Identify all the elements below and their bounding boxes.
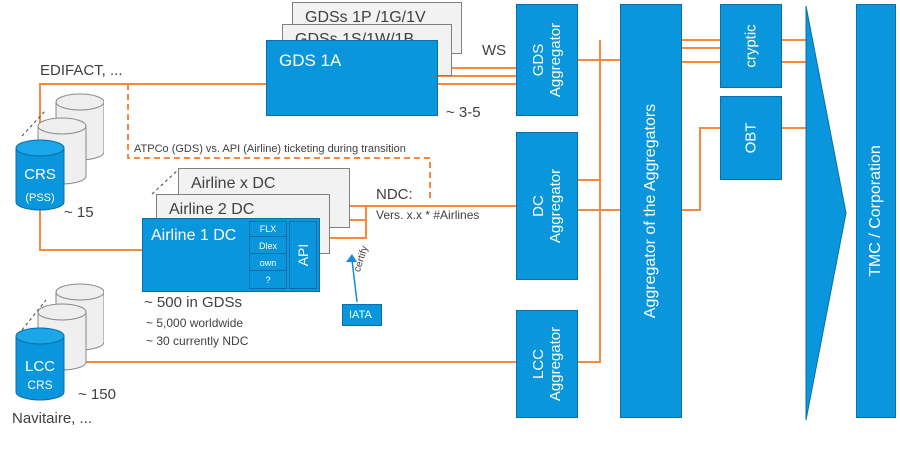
- dc-aggregator-text: DC Aggregator: [529, 168, 564, 244]
- airline-dashed-edge: [151, 169, 179, 195]
- crs-cylinder-stack: CRS (PSS): [14, 88, 105, 218]
- api-box[interactable]: API: [289, 221, 317, 289]
- meta-aggregator-label: Aggregator of the Aggregators: [641, 103, 659, 319]
- gds-1a-box[interactable]: GDS 1A: [266, 40, 438, 116]
- dc-aggregator[interactable]: DC Aggregator: [516, 132, 578, 280]
- meta-obt: [682, 127, 720, 211]
- airline-1-dc-box[interactable]: Airline 1 DC FLX Dlex own ? API: [142, 218, 320, 292]
- edifact-label: EDIFACT, ...: [40, 62, 123, 79]
- airline-stat-gds: ~ 500 in GDSs: [144, 294, 242, 311]
- tmc-label: TMC / Corporation: [866, 145, 884, 277]
- lcc-dashed-edge: [21, 299, 47, 331]
- ndc-label: NDC:: [376, 186, 413, 203]
- lcc-sub: CRS: [27, 378, 53, 392]
- lcc-cylinders-icon: [15, 283, 105, 401]
- airline-stat-ndc: ~ 30 currently NDC: [146, 334, 249, 348]
- gds-back-label-1: GDSs 1P /1G/1V: [305, 9, 426, 26]
- crs-count: ~ 15: [64, 204, 94, 221]
- airline-stat-worldwide: ~ 5,000 worldwide: [146, 316, 244, 330]
- certify-arrow: [351, 259, 358, 303]
- lcc-name: LCC: [24, 358, 55, 375]
- crs-cylinders-icon: [15, 93, 105, 211]
- iata-label: IATA: [349, 309, 372, 321]
- function-flx: FLX: [250, 222, 286, 237]
- function-own: own: [250, 256, 286, 271]
- ticketing-dashed-link: [127, 84, 431, 200]
- gds-aggregator[interactable]: GDS Aggregator: [516, 4, 578, 116]
- gds-count: ~ 3-5: [446, 104, 481, 121]
- api-label: API: [294, 243, 311, 267]
- cryptic-label: cryptic: [742, 24, 760, 68]
- gds-aggregator-label: GDS Aggregator: [530, 23, 565, 97]
- iata-box[interactable]: IATA: [342, 304, 382, 326]
- lcc-count: ~ 150: [78, 386, 116, 403]
- tmc-box[interactable]: TMC / Corporation: [856, 4, 896, 418]
- agg-bus: [578, 40, 601, 363]
- lcc-cylinder-stack: LCC CRS: [14, 280, 105, 410]
- airline-1-dc-label: Airline 1 DC: [151, 227, 237, 244]
- navitaire-label: Navitaire, ...: [12, 410, 93, 427]
- airline-functions: FLX Dlex own ?: [249, 221, 287, 289]
- tmc-arrow: [805, 5, 847, 421]
- gds-1a-label: GDS 1A: [279, 51, 342, 70]
- cryptic-box[interactable]: cryptic: [720, 4, 782, 88]
- ticketing-note: ATPCo (GDS) vs. API (Airline) ticketing …: [134, 143, 406, 155]
- lcc-aggregator-text: LCC Aggregator: [529, 326, 564, 402]
- function-dlex: Dlex: [250, 239, 286, 254]
- meta-aggregator[interactable]: Aggregator of the Aggregators: [620, 4, 682, 418]
- airline-back-label-2: Airline 2 DC: [169, 201, 255, 218]
- ws-label: WS: [482, 42, 507, 59]
- certify-arrowhead: [346, 254, 357, 262]
- ndc-version: Vers. x.x * #Airlines: [376, 208, 480, 222]
- dc-aggregator-label: DC Aggregator: [530, 169, 565, 243]
- crs-sub: (PSS): [25, 192, 55, 204]
- lcc-aggregator[interactable]: LCC Aggregator: [516, 310, 578, 418]
- lcc-aggregator-label: LCC Aggregator: [530, 327, 565, 401]
- function-unknown: ?: [265, 275, 271, 285]
- dc-link-3: [320, 206, 367, 239]
- crs-name: CRS: [24, 166, 56, 183]
- obt-label: OBT: [742, 122, 760, 154]
- airline-back-label-1: Airline x DC: [191, 175, 276, 192]
- gds-aggregator-text: GDS Aggregator: [529, 22, 564, 98]
- obt-box[interactable]: OBT: [720, 96, 782, 180]
